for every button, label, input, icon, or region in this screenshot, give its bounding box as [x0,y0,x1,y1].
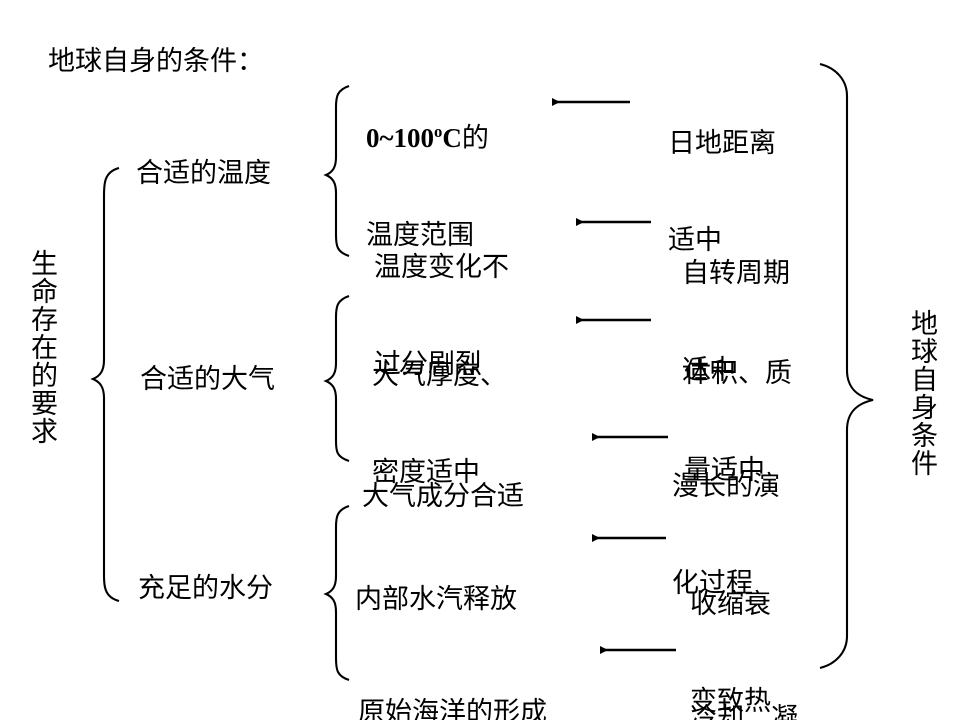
condition-node-atmosphere-thickness-density-line1: 大气厚度、 [372,359,507,390]
condition-node-primitive-ocean-formation-line1: 原始海洋的形成 [358,696,547,720]
condition-node-temperature-range-line1: 0~100oC的 [366,122,489,154]
condition-node-atmosphere-composition-line1: 大气成分合适 [362,480,524,511]
root-label-earth-own-conditions: 地球自身条件 [907,309,937,477]
temp-range-tail: 的 [461,122,489,153]
cause-node-volume-mass-line1: 体积、质 [684,357,792,388]
condition-node-atmosphere-thickness-density-line2: 密度适中 [372,456,480,487]
cause-node-cooling-condensation-convergence-line1: 冷却、凝 [690,702,798,720]
arrow-group [552,98,676,654]
condition-node-temperature-variation: 温度变化不 过分剧烈 [374,186,509,445]
cause-node-rotation-period-line1: 自转周期 [682,257,790,288]
cause-node-volume-mass-line2: 量适中 [684,454,765,485]
category-label-sufficient-water: 充足的水分 [138,573,273,603]
brace-group-water [323,505,350,681]
cause-node-long-evolution-process: 漫长的演 化过程 [672,405,780,664]
cause-node-long-evolution-process-line2: 化过程 [672,567,753,598]
condition-node-temperature-range-line2: 温度范围 [366,219,474,250]
cause-node-contraction-decay-heat-line2: 变致热 [690,685,771,716]
category-label-suitable-atmosphere: 合适的大气 [140,364,275,394]
brace-group-temperature [323,85,350,257]
degree-symbol: o [434,121,443,141]
condition-node-primitive-ocean-formation: 原始海洋的形成 [358,631,547,720]
condition-node-internal-vapor-release: 内部水汽释放 [355,518,517,680]
cause-node-volume-mass: 体积、质 量适中 [684,292,792,551]
cause-node-cooling-condensation-convergence: 冷却、凝 结、汇聚 [690,637,798,720]
brace-left-root [90,166,120,603]
cause-node-sun-earth-distance: 日地距离 适中 [668,62,776,321]
brace-right-earth-conditions [819,62,874,670]
page-title: 地球自身的条件： [48,46,264,76]
temp-unit: C [442,122,462,153]
condition-node-atmosphere-thickness-density: 大气厚度、 密度适中 [372,294,507,553]
root-label-life-requirements: 生命存在的要求 [27,249,57,445]
cause-node-long-evolution-process-line1: 漫长的演 [672,470,780,501]
condition-node-atmosphere-composition: 大气成分合适 [362,415,524,577]
condition-node-temperature-variation-line2: 过分剧烈 [374,348,482,379]
temp-range-value: 0~100 [366,122,435,153]
cause-node-rotation-period: 自转周期 适中 [682,192,790,451]
cause-node-sun-earth-distance-line1: 日地距离 [668,127,776,158]
condition-node-temperature-range: 0~100oC的 温度范围 [366,57,489,316]
cause-node-contraction-decay-heat: 收缩衰 变致热 [690,523,771,720]
category-label-suitable-temperature: 合适的温度 [136,158,271,188]
brace-group-atmosphere [323,295,350,462]
condition-node-temperature-variation-line1: 温度变化不 [374,251,509,282]
cause-node-sun-earth-distance-line2: 适中 [668,224,722,255]
cause-node-contraction-decay-heat-line1: 收缩衰 [690,588,771,619]
cause-node-rotation-period-line2: 适中 [682,354,736,385]
condition-node-internal-vapor-release-line1: 内部水汽释放 [355,583,517,614]
